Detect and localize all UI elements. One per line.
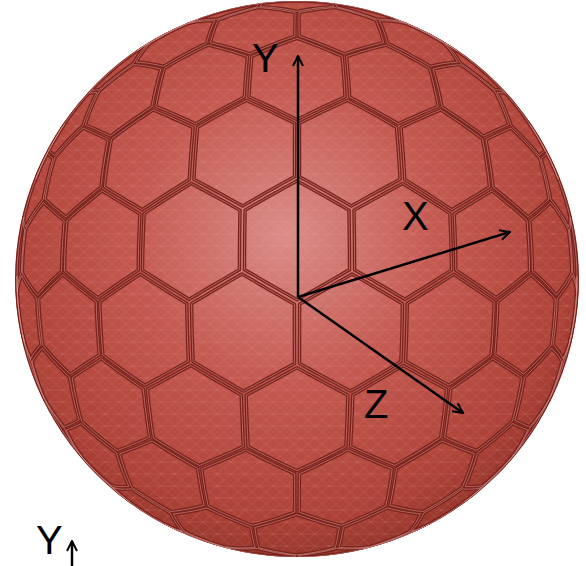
panel-highlight	[226, 547, 296, 557]
panel-highlight	[17, 275, 41, 358]
panel-highlight	[202, 450, 295, 525]
x-axis	[298, 232, 510, 297]
panel-highlight	[246, 368, 348, 471]
panel-highlight	[570, 276, 577, 342]
panel-highlight	[190, 3, 262, 22]
panel-highlight	[465, 424, 528, 487]
panel-highlight	[411, 487, 480, 531]
panel-highlight	[173, 508, 255, 548]
panel-highlight	[72, 359, 149, 451]
panel-seam	[246, 368, 348, 471]
panel-highlight	[486, 128, 549, 217]
panel-highlight	[156, 45, 248, 124]
panel-highlight	[24, 153, 53, 227]
panel-highlight	[104, 110, 193, 210]
panel-highlight	[351, 365, 447, 465]
panel-highlight	[66, 424, 129, 487]
y-axis-small	[71, 541, 74, 566]
ball	[15, 1, 579, 557]
panel-highlight	[299, 450, 392, 525]
panel-seam	[113, 487, 182, 531]
panel-highlight	[354, 183, 451, 299]
z-axis-label: Z	[364, 384, 388, 424]
y-axis-label: Y	[36, 520, 63, 560]
panel-seam	[173, 508, 255, 548]
panel-highlight	[120, 441, 204, 512]
panel-highlight	[363, 524, 429, 549]
x-axis-label: X	[402, 196, 429, 236]
panel-highlight	[495, 275, 556, 374]
panel-highlight	[497, 93, 545, 156]
panel-highlight	[39, 275, 100, 374]
panel-highlight	[143, 183, 240, 299]
panel-highlight	[100, 274, 189, 385]
panel-highlight	[530, 203, 572, 296]
panel-seam	[17, 275, 41, 358]
y-axis-label: Y	[252, 38, 279, 78]
panel-seam	[226, 547, 296, 557]
panel-highlight	[260, 1, 334, 11]
panel-seam	[299, 547, 369, 557]
panel-highlight	[433, 65, 509, 136]
panel-highlight	[22, 203, 64, 296]
panel-highlight	[332, 3, 404, 22]
panel-seam	[411, 487, 480, 531]
panel-highlight	[339, 508, 421, 548]
panel-highlight	[401, 110, 490, 210]
panel-highlight	[136, 21, 215, 66]
panel-highlight	[299, 547, 369, 557]
panel-seam	[465, 424, 528, 487]
panel-highlight	[85, 65, 161, 136]
panel-highlight	[299, 8, 384, 54]
panel-highlight	[406, 274, 495, 385]
panel-highlight	[553, 275, 577, 358]
axes	[72, 56, 510, 566]
panel-highlight	[45, 128, 108, 217]
panel-highlight	[165, 524, 231, 549]
panel-highlight	[512, 400, 549, 457]
y-axis	[297, 56, 300, 297]
panel-highlight	[445, 359, 522, 451]
panel-highlight	[255, 515, 339, 555]
panel-seam	[255, 515, 339, 555]
panel-highlight	[89, 44, 149, 93]
panel-highlight	[80, 454, 130, 501]
panel-highlight	[49, 93, 97, 156]
panel-highlight	[549, 335, 571, 399]
panel-highlight	[465, 454, 515, 501]
panel-highlight	[445, 44, 505, 93]
panel-highlight	[569, 217, 577, 292]
panel-highlight	[379, 21, 458, 66]
panel-highlight	[113, 487, 182, 531]
panel-highlight	[32, 348, 79, 427]
panel-highlight	[147, 365, 243, 465]
panel-seam	[339, 508, 421, 548]
panel-highlight	[390, 441, 474, 512]
panel-seams	[17, 1, 577, 557]
panel-highlight	[192, 274, 295, 391]
panel-highlight	[347, 45, 439, 124]
mesh	[15, 1, 579, 557]
panel-highlight	[541, 153, 570, 227]
panel-seam	[553, 275, 577, 358]
